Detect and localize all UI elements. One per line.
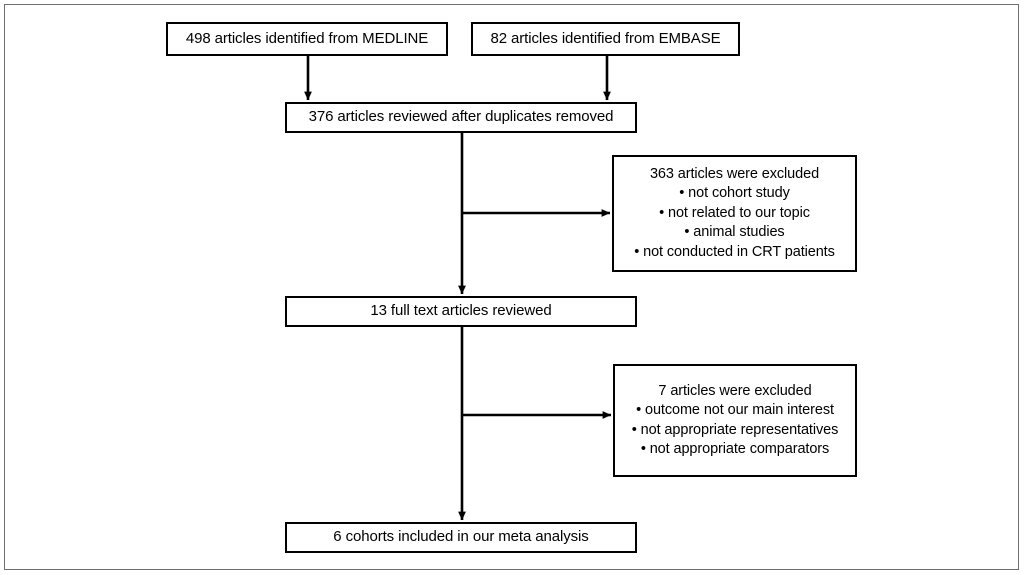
node-excluded-2-reason-3: • not appropriate comparators <box>640 440 830 457</box>
node-excluded-1-heading: 363 articles were excluded <box>649 165 820 182</box>
node-embase-line-0: 82 articles identified from EMBASE <box>490 29 721 47</box>
node-dedup-line-0: 376 articles reviewed after duplicates r… <box>308 108 614 126</box>
node-included-cohorts: 6 cohorts included in our meta analysis <box>285 522 637 553</box>
node-full-text-reviewed: 13 full text articles reviewed <box>285 296 637 327</box>
node-excluded-1-reason-4: • not conducted in CRT patients <box>634 243 835 260</box>
node-medline-line-0: 498 articles identified from MEDLINE <box>185 29 429 47</box>
node-excluded-1-reason-1: • not cohort study <box>679 185 790 202</box>
node-excluded-1-reason-2: • not related to our topic <box>659 204 810 221</box>
node-excluded-2-reason-1: • outcome not our main interest <box>636 402 834 419</box>
node-embase-source: 82 articles identified from EMBASE <box>471 22 740 56</box>
node-included-line-0: 6 cohorts included in our meta analysis <box>333 528 589 546</box>
node-second-exclusion: 7 articles were excluded • outcome not o… <box>613 364 857 477</box>
node-medline-source: 498 articles identified from MEDLINE <box>166 22 448 56</box>
node-excluded-2-heading: 7 articles were excluded <box>658 382 812 399</box>
node-first-exclusion: 363 articles were excluded • not cohort … <box>612 155 857 272</box>
node-excluded-2-reason-2: • not appropriate representatives <box>631 421 839 438</box>
node-fulltext-line-0: 13 full text articles reviewed <box>370 302 552 320</box>
node-duplicates-removed: 376 articles reviewed after duplicates r… <box>285 102 637 133</box>
node-excluded-1-reason-3: • animal studies <box>684 224 785 241</box>
